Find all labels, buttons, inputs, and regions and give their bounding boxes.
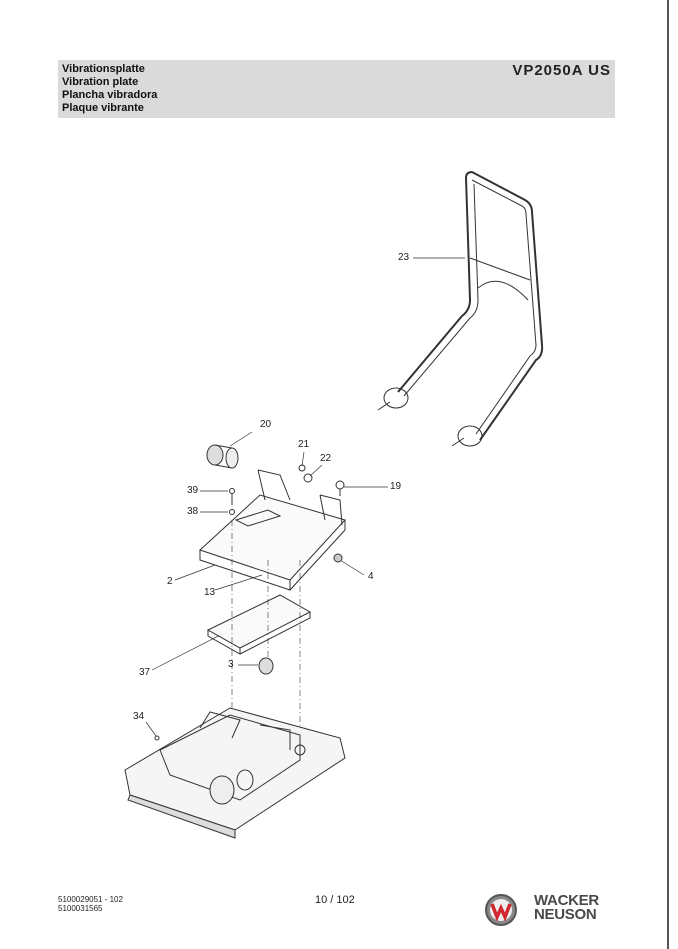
callout-37: 37 (139, 667, 151, 678)
title-en: Vibration plate (62, 76, 139, 88)
callout-21: 21 (298, 439, 310, 450)
model-name: VP2050A US (512, 62, 611, 79)
part-plate-37 (206, 594, 312, 655)
brand-line-2: NEUSON (534, 906, 597, 923)
callout-22: 22 (320, 453, 332, 464)
title-de: Vibrationsplatte (62, 63, 145, 75)
part-handle (377, 170, 544, 447)
title-block: Vibrationsplatte Vibration plate Plancha… (62, 63, 157, 115)
callout-34: 34 (133, 711, 145, 722)
document-number: 5100029051 - 102 (58, 895, 123, 904)
callout-3: 3 (228, 659, 234, 670)
brand-line-1: WACKER (534, 892, 599, 909)
part-bracket-2 (199, 469, 346, 591)
brand-name: WACKER NEUSON (534, 892, 599, 923)
title-es: Plancha vibradora (62, 89, 158, 101)
wacker-neuson-logo-icon (485, 894, 517, 926)
part-base-plate (124, 707, 346, 839)
callout-19: 19 (390, 481, 402, 492)
page-header: Vibrationsplatte Vibration plate Plancha… (58, 60, 615, 118)
page-edge (667, 0, 669, 949)
callout-2: 2 (167, 576, 173, 587)
callout-13: 13 (204, 587, 216, 598)
title-fr: Plaque vibrante (62, 102, 144, 114)
callout-23: 23 (398, 252, 410, 263)
part-mount-20 (206, 444, 239, 469)
callout-38: 38 (187, 506, 199, 517)
callout-20: 20 (260, 419, 272, 430)
document-codes: 5100029051 - 102 5100031565 (58, 895, 123, 913)
callout-39: 39 (187, 485, 199, 496)
part-number: 5100031565 (58, 904, 103, 913)
callout-4: 4 (368, 571, 374, 582)
page-number: 10 / 102 (315, 894, 355, 906)
